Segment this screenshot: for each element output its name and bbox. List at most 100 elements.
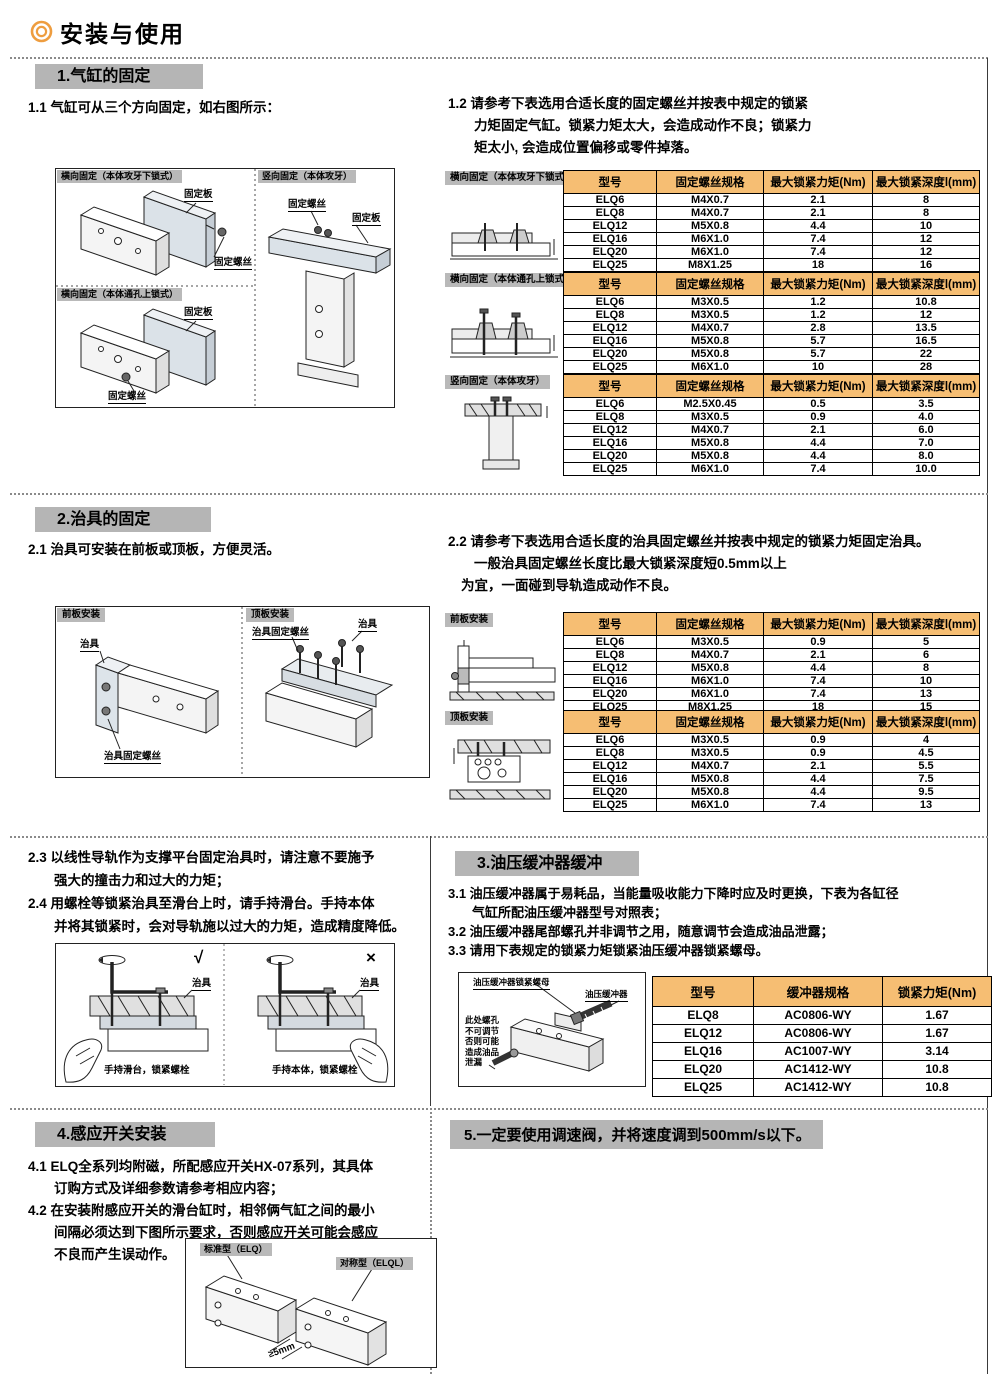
table-cell: 7.4 (763, 798, 873, 812)
table-cell: ELQ20 (563, 785, 657, 799)
table-cell: ELQ6 (563, 397, 657, 411)
table-cell: M4X0.7 (656, 321, 764, 335)
jig-screw-label: 治具固定螺丝 (104, 751, 162, 764)
buffer-nut-label: 油压缓冲器锁紧螺母 (473, 977, 550, 990)
buffer-diagram-box: 油压缓冲器锁紧螺母 油压缓冲器 此处螺孔不可调节否则可能造成油品泄漏 (458, 972, 646, 1087)
table-cell: M5X0.8 (656, 334, 764, 348)
column-header: 最大锁紧深度l(mm) (872, 272, 980, 296)
double-circle-icon (30, 20, 53, 43)
table-cell: AC0806-WY (753, 1006, 883, 1025)
table-cell: 0.5 (763, 397, 873, 411)
screw-label: 固定螺丝 (214, 257, 253, 270)
table-cell: ELQ16 (563, 674, 657, 688)
column-header: 最大锁紧力矩(Nm) (763, 374, 873, 398)
column-header: 型号 (563, 710, 657, 734)
plate-label: 固定板 (184, 189, 213, 202)
table-cell: M6X1.0 (656, 360, 764, 374)
front-mount-tag: 前板安装 (57, 608, 106, 622)
table-cell: M5X0.8 (656, 436, 764, 450)
table-cell: 13.5 (872, 321, 980, 335)
table-cell: AC0806-WY (753, 1024, 883, 1043)
table-cell: M6X1.0 (656, 687, 764, 701)
front-mount-cross-section (449, 640, 556, 701)
page-right-border (987, 58, 988, 1374)
table-cell: ELQ12 (563, 423, 657, 437)
table-cell: 12 (872, 232, 980, 246)
table-cell: 4 (872, 733, 980, 747)
column-header: 最大锁紧力矩(Nm) (763, 710, 873, 734)
table-cell: M3X0.5 (656, 295, 764, 309)
cylinder-fixing-diagram (56, 169, 392, 406)
column-header: 最大锁紧深度l(mm) (872, 170, 980, 194)
table-cell: AC1412-WY (753, 1078, 883, 1097)
jig-mounting-diagram (94, 607, 394, 776)
section3-heading: 3.油压缓冲器缓冲 (455, 851, 639, 876)
text-1-1: 1.1 气缸可从三个方向固定，如右图所示： (28, 100, 281, 115)
screw-label: 固定螺丝 (288, 199, 327, 212)
table-cell: 0.9 (763, 410, 873, 424)
table-cell: 12 (872, 308, 980, 322)
table-cell: ELQ20 (563, 687, 657, 701)
table-cell: 2.1 (763, 193, 873, 207)
text-2-3-line2: 强大的撞击力和过大的力矩； (54, 873, 230, 888)
table-cell: 4.0 (872, 410, 980, 424)
tableA-tag: 横向固定（本体攻牙下锁式） (445, 171, 579, 185)
table-cell: 1.2 (763, 295, 873, 309)
table-cell: ELQ25 (563, 360, 657, 374)
table-cell: AC1412-WY (753, 1060, 883, 1079)
jig-mounting-diagram-box: 前板安装 顶板安装 治具 治具固定螺丝 治具固定螺丝 治具 (55, 606, 430, 778)
table-cell: ELQ12 (563, 321, 657, 335)
table-cell: 10 (763, 360, 873, 374)
text-2-2-line3: 为宜，一面碰到导轨造成动作不良。 (461, 578, 677, 593)
table-cell: ELQ6 (563, 635, 657, 649)
cross-mark: × (366, 948, 376, 967)
table-cell: ELQ25 (563, 798, 657, 812)
table-cell: 2.1 (763, 648, 873, 662)
table-cell: M5X0.8 (656, 661, 764, 675)
table-cell: M8X1.25 (656, 258, 764, 272)
table-cell: ELQ20 (563, 245, 657, 259)
table-cell: ELQ8 (563, 308, 657, 322)
table-cell: 18 (763, 258, 873, 272)
text-2-4-line2: 并将其锁紧时，会对导轨施以过大的力矩，造成精度降低。 (54, 919, 405, 934)
panel3-title-tag: 竖向固定（本体攻牙） (258, 170, 357, 183)
table-cell: ELQ20 (563, 347, 657, 361)
table-cell: 7.5 (872, 772, 980, 786)
top-mount-tag: 顶板安装 (246, 608, 295, 622)
handling-diagram-box: √ × 治具 治具 手持滑台，锁紧螺栓 手持本体，锁紧螺栓 (55, 943, 395, 1087)
table-cell: M4X0.7 (656, 206, 764, 220)
table-cell: ELQ25 (563, 258, 657, 272)
cylinder-fixing-diagram-box: 横向固定（本体攻牙下锁式） 横向固定（本体通孔上锁式） 竖向固定（本体攻牙） 固… (55, 168, 395, 408)
table-cell: M4X0.7 (656, 759, 764, 773)
table-cell: ELQ8 (563, 410, 657, 424)
table-cell: ELQ16 (563, 334, 657, 348)
table-cell: M3X0.5 (656, 308, 764, 322)
table-cell: ELQ6 (563, 733, 657, 747)
text-3-2: 3.2 油压缓冲器尾部螺孔并非调节之用，随意调节会造成油品泄露； (448, 924, 834, 939)
column-header: 型号 (652, 976, 754, 1007)
table-cell: M3X0.5 (656, 635, 764, 649)
table-cell: 10 (872, 674, 980, 688)
table-cell: 2.1 (763, 759, 873, 773)
text-3-1-line1: 3.1 油压缓冲器属于易耗品，当能量吸收能力下降时应及时更换，下表为各缸径 (448, 886, 899, 901)
text-1-2-line3: 矩太小, 会造成位置偏移或零件掉落。 (474, 140, 698, 155)
table-cell: 5.5 (872, 759, 980, 773)
table-cell: 8.0 (872, 449, 980, 463)
table-cell: M4X0.7 (656, 648, 764, 662)
table-cell: 1.67 (882, 1006, 992, 1025)
table-cell: M6X1.0 (656, 674, 764, 688)
table-cell: ELQ16 (563, 436, 657, 450)
